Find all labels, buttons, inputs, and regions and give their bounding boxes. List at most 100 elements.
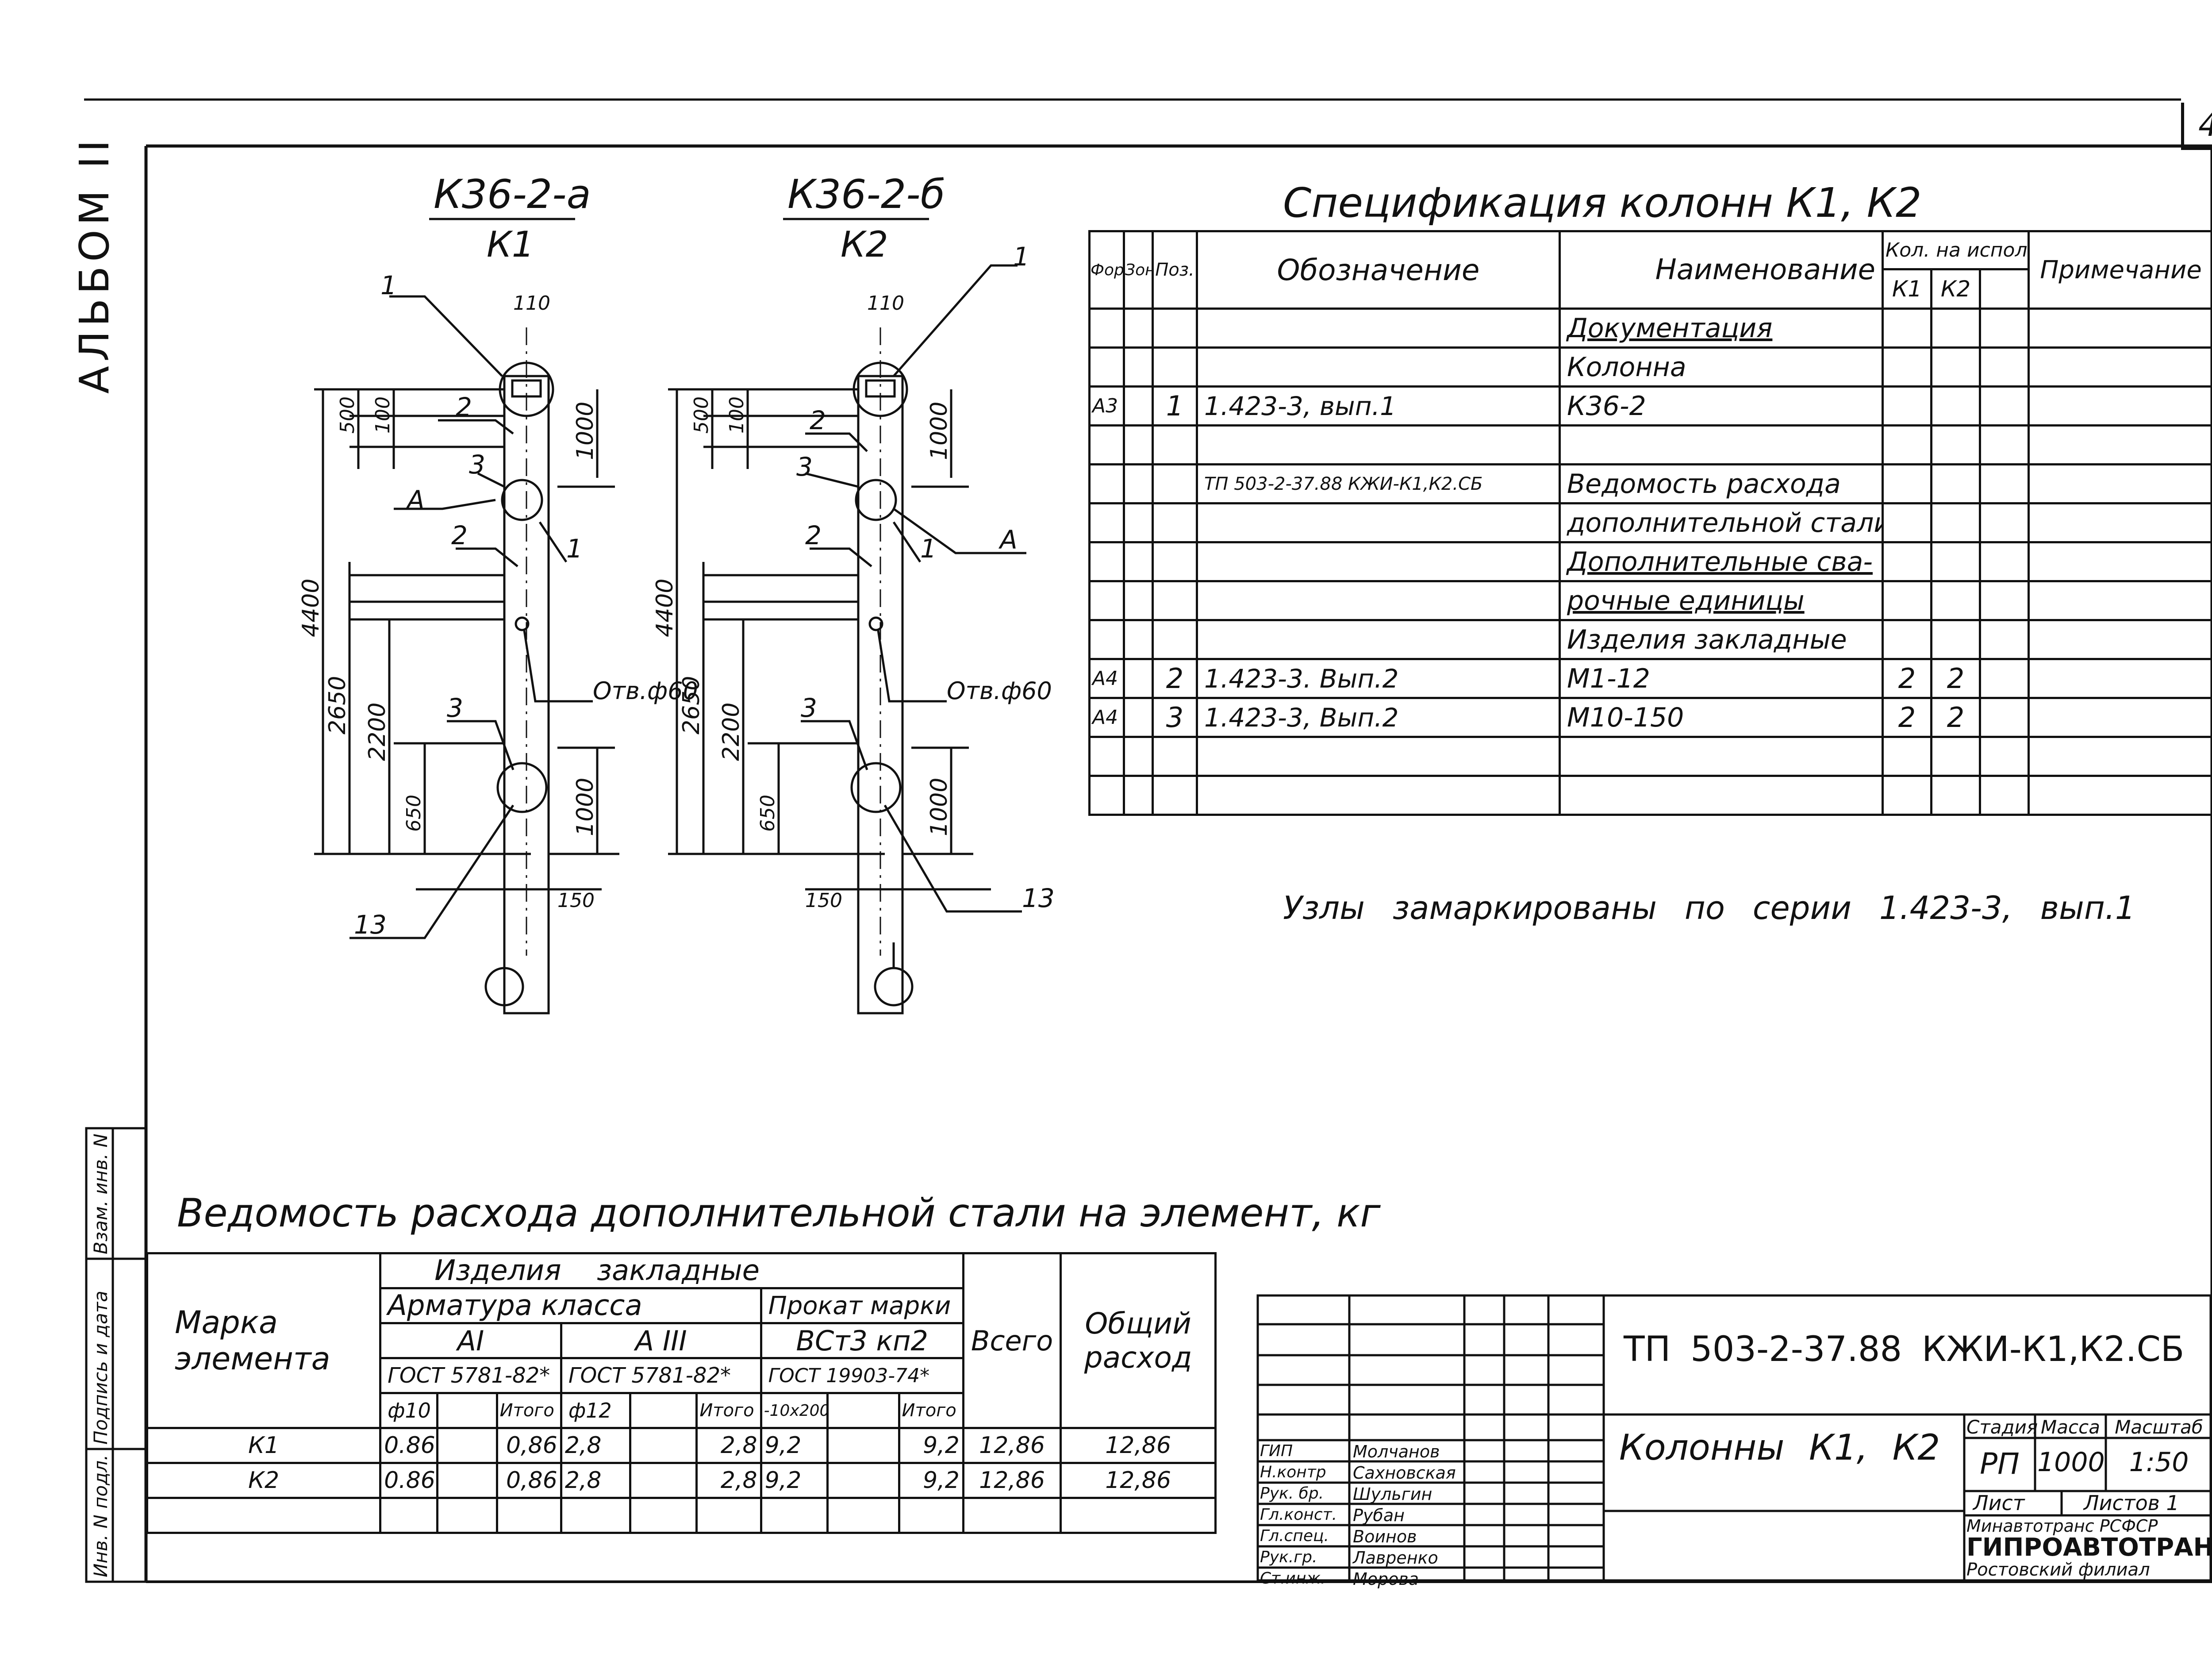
spec-row: дополнительной стали <box>1088 502 2212 543</box>
spec-cell-extra <box>1978 619 2030 660</box>
steel-cell-empty <box>826 1462 900 1499</box>
tb-person-role: Н.контр <box>1260 1463 1326 1481</box>
steel-cell-gen: 12,86 <box>1060 1462 1217 1499</box>
spec-cell-extra <box>1978 346 2030 388</box>
side-stamp: Инв. N подл. Подпись и дата Взам. инв. N <box>85 1127 147 1583</box>
spec-row: Дополнительные сва- <box>1088 541 2212 582</box>
title-block-grid <box>1256 1294 2212 1582</box>
spec-cell-note <box>2028 697 2212 738</box>
steel-cell-it2: 2,8 <box>695 1462 762 1499</box>
spec-cell-extra <box>1978 385 2030 427</box>
tb-person-row: Гл.конст.Рубан <box>1256 1504 1464 1525</box>
spec-cell-extra <box>1978 502 2030 543</box>
spec-cell-designation: 1.423-3, вып.1 <box>1196 385 1561 427</box>
spec-cell-zone <box>1123 463 1154 504</box>
callout-a-k2: A <box>998 525 1018 555</box>
spec-cell-k1: 2 <box>1882 658 1932 699</box>
steel-cell-empty <box>629 1427 698 1464</box>
dim-2650-k1: 2650 <box>324 676 351 734</box>
spec-cell-designation <box>1196 775 1561 816</box>
spec-cell-format: А4 <box>1088 658 1125 699</box>
spec-cell-pos <box>1152 307 1198 349</box>
steel-cell-it1: 0,86 <box>495 1462 562 1499</box>
spec-h-zone: Зона <box>1123 230 1154 310</box>
tb-doc-code: ТП 503-2-37.88 КЖИ-К1,К2.СБ <box>1624 1330 2185 1369</box>
spec-cell-k1 <box>1882 541 1932 582</box>
spec-cell-k1 <box>1882 502 1932 543</box>
spec-row: рочные единицы <box>1088 580 2212 621</box>
spec-row <box>1088 424 2212 465</box>
tb-mass-h: Масса <box>2041 1416 2100 1438</box>
dim-650-k2: 650 <box>757 795 779 832</box>
spec-cell-k2 <box>1930 541 1981 582</box>
spec-cell-format <box>1088 346 1125 388</box>
tb-person-name: Морова <box>1353 1569 1419 1589</box>
callout-2b-k1: 2 <box>451 520 468 550</box>
tb-scale: 1:50 <box>2129 1447 2189 1478</box>
tb-person-name: Шульгин <box>1353 1484 1432 1504</box>
dim-110-k2: 110 <box>867 292 904 315</box>
tb-person-role: Гл.конст. <box>1260 1506 1337 1524</box>
steel-cell-it1: 0,86 <box>495 1427 562 1464</box>
callout-1-k1: 1 <box>380 270 397 300</box>
spec-cell-k2 <box>1930 736 1981 777</box>
dim-2200-k2: 2200 <box>718 703 745 761</box>
album-label: АЛЬБОМ II <box>71 135 118 394</box>
dim-150-k1: 150 <box>557 889 595 912</box>
tb-person-role: Рук. бр. <box>1260 1484 1324 1503</box>
callout-3b-k2: 3 <box>801 693 817 723</box>
side-inv-no: Инв. N подл. <box>90 1455 111 1578</box>
spec-h-format: Формат <box>1088 230 1125 310</box>
spec-cell-k1: 2 <box>1882 697 1932 738</box>
spec-cell-note <box>2028 541 2212 582</box>
spec-title: Спецификация колонн К1, К2 <box>1283 179 1922 227</box>
steel-h-total-all: Всего <box>962 1252 1062 1429</box>
dim-1000b-k2: 1000 <box>926 778 952 836</box>
spec-cell-format <box>1088 541 1125 582</box>
tb-scale-h: Масштаб <box>2115 1416 2203 1438</box>
spec-cell-k1 <box>1882 424 1932 465</box>
spec-cell-designation: 1.423-3. Вып.2 <box>1196 658 1561 699</box>
callout-13-k1: 13 <box>354 910 387 940</box>
spec-cell-k2 <box>1930 385 1981 427</box>
tb-org2: ГИПРОАВТОТРАНС <box>1966 1533 2212 1562</box>
spec-cell-k2 <box>1930 502 1981 543</box>
tb-person-row: Рук. бр. Шульгин <box>1256 1483 1464 1504</box>
steel-cell-empty <box>436 1462 498 1499</box>
spec-cell-note <box>2028 775 2212 816</box>
spec-cell-name <box>1559 775 1884 816</box>
spec-cell-designation <box>1196 736 1561 777</box>
spec-cell-note <box>2028 307 2212 349</box>
steel-cell-empty <box>379 1497 439 1534</box>
side-replace: Взам. инв. N <box>90 1134 111 1254</box>
spec-cell-pos: 1 <box>1152 385 1198 427</box>
steel-s-itogo3: Итого <box>898 1392 964 1429</box>
steel-cell-empty <box>695 1497 762 1534</box>
dim-500-k1: 500 <box>336 396 359 434</box>
tb-person-role: ГИП <box>1260 1442 1293 1460</box>
steel-s-itogo1: Итого <box>495 1392 562 1429</box>
steel-h-general: Общий расход <box>1060 1252 1217 1429</box>
steel-cell-empty <box>146 1497 382 1534</box>
steel-cell-it3: 9,2 <box>898 1462 964 1499</box>
spec-cell-extra <box>1978 736 2030 777</box>
spec-cell-format <box>1088 424 1125 465</box>
callout-3-k2: 3 <box>796 452 813 482</box>
steel-gost-a1: ГОСТ 5781-82* <box>379 1357 562 1394</box>
steel-cell-empty <box>898 1497 964 1534</box>
spec-cell-pos: 3 <box>1152 697 1198 738</box>
spec-cell-pos <box>1152 346 1198 388</box>
spec-cell-extra <box>1978 424 2030 465</box>
steel-cell-empty <box>629 1497 698 1534</box>
tb-person-name: Сахновская <box>1353 1463 1456 1483</box>
spec-cell-format <box>1088 736 1125 777</box>
spec-cell-zone <box>1123 346 1154 388</box>
steel-cell-empty <box>826 1427 900 1464</box>
spec-cell-zone <box>1123 541 1154 582</box>
spec-cell-designation: 1.423-3, Вып.2 <box>1196 697 1561 738</box>
callout-1b-k1: 1 <box>566 534 583 564</box>
tb-person-role: Рук.гр. <box>1260 1548 1317 1566</box>
spec-cell-k2 <box>1930 424 1981 465</box>
